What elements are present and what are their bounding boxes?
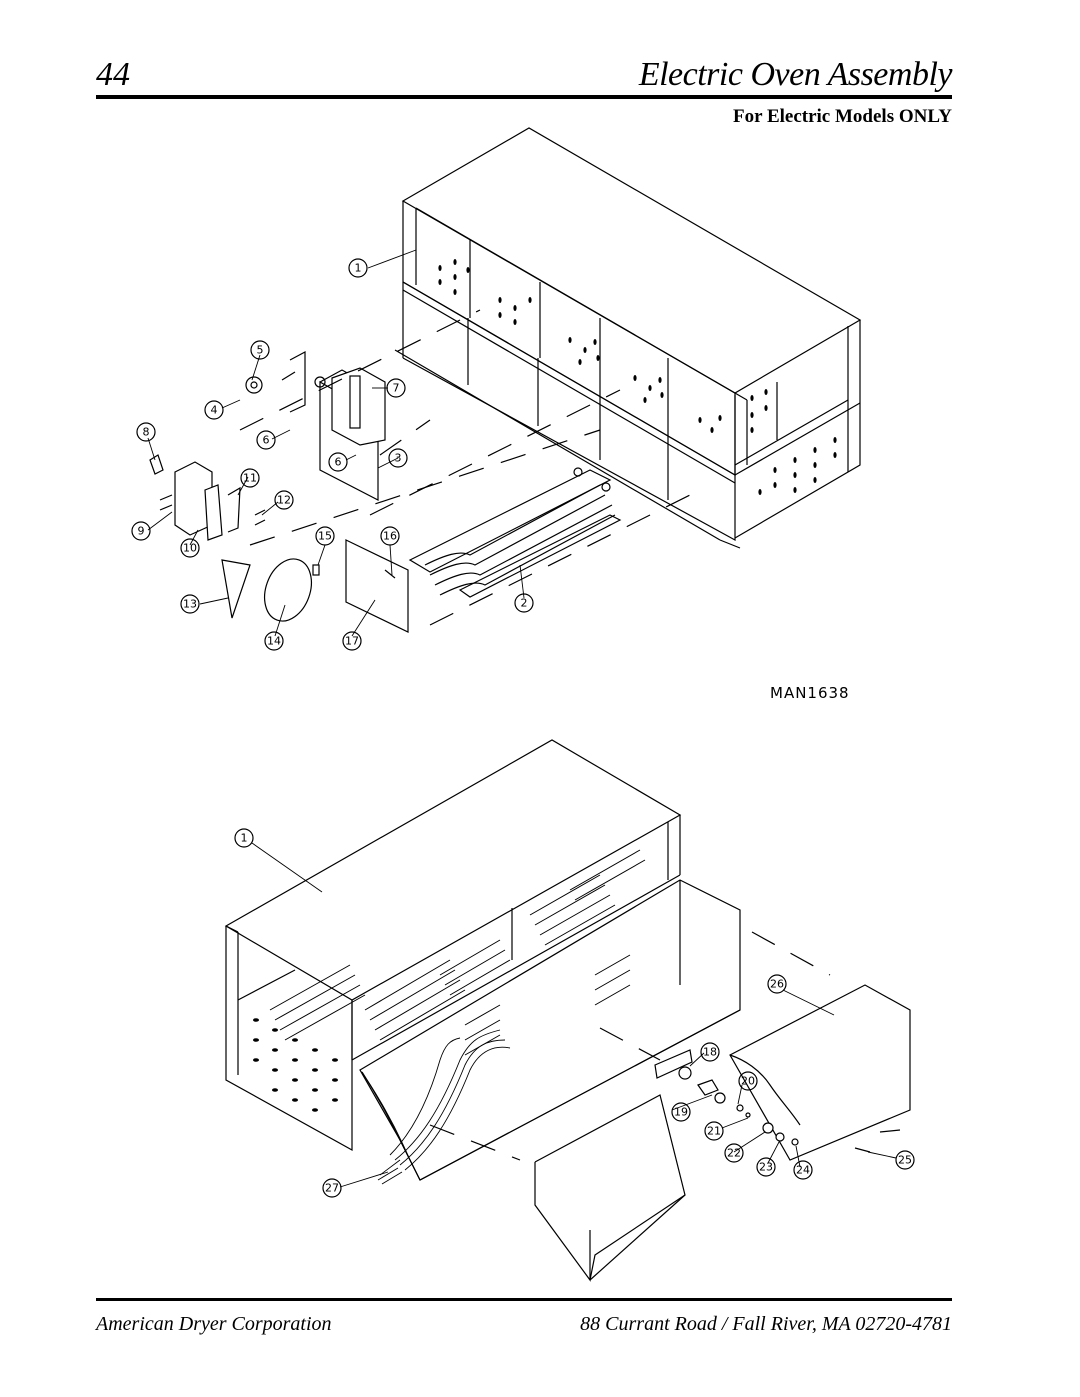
header-rule [96, 95, 952, 99]
callout-25: 25 [898, 1154, 912, 1167]
callouts-top [131, 258, 534, 651]
callout-27: 27 [325, 1182, 339, 1195]
phantom-dashes-top [239, 309, 701, 626]
callout-21: 21 [707, 1125, 721, 1138]
callout-labels-top: 1 2 3 4 5 6 6 7 8 9 10 11 12 13 14 15 16… [138, 262, 528, 648]
callout-1: 1 [241, 832, 248, 845]
callout-18: 18 [703, 1046, 717, 1059]
oven-housing-top [394, 127, 862, 549]
callout-5: 5 [257, 344, 264, 357]
callout-15: 15 [318, 530, 332, 543]
callout-11: 11 [243, 472, 257, 485]
heating-element-top [408, 467, 622, 598]
oven-housing-bottom [224, 739, 911, 1282]
page-subtitle: For Electric Models ONLY [733, 106, 952, 127]
callout-16: 16 [383, 530, 397, 543]
callout-20: 20 [741, 1075, 755, 1088]
callout-6a: 6 [263, 434, 270, 447]
footer-rule [96, 1298, 952, 1301]
drawing-code: MAN1638 [770, 684, 850, 702]
vent-holes-bottom [253, 1018, 338, 1112]
phantom-dashes-bottom [429, 931, 831, 1161]
footer-address: 88 Currant Road / Fall River, MA 02720-4… [580, 1313, 952, 1335]
callout-8: 8 [143, 426, 150, 439]
leader-lines-top [147, 249, 525, 637]
callout-12: 12 [277, 494, 291, 507]
callout-22: 22 [727, 1147, 741, 1160]
wiring-bottom [377, 1029, 511, 1185]
callout-10: 10 [183, 542, 197, 555]
callout-2: 2 [521, 597, 528, 610]
callout-26: 26 [770, 978, 784, 991]
leader-lines-bottom [251, 842, 897, 1188]
callout-7: 7 [393, 382, 400, 395]
page-number: 44 [96, 56, 130, 93]
callout-6b: 6 [335, 456, 342, 469]
callout-23: 23 [759, 1161, 773, 1174]
callouts-bottom [234, 828, 915, 1198]
page-title: Electric Oven Assembly [638, 56, 953, 93]
terminal-parts-bottom [654, 1049, 901, 1153]
vent-holes-top [438, 259, 837, 495]
callout-9: 9 [138, 525, 145, 538]
callout-14: 14 [267, 635, 281, 648]
callout-1: 1 [355, 262, 362, 275]
callout-17: 17 [345, 635, 359, 648]
callout-4: 4 [211, 404, 218, 417]
footer-company: American Dryer Corporation [96, 1313, 332, 1335]
callout-3: 3 [395, 452, 402, 465]
callout-13: 13 [183, 598, 197, 611]
callout-19: 19 [674, 1106, 688, 1119]
callout-24: 24 [796, 1164, 810, 1177]
callout-labels-bottom: 1 18 19 20 21 22 23 24 25 26 27 [241, 832, 913, 1195]
